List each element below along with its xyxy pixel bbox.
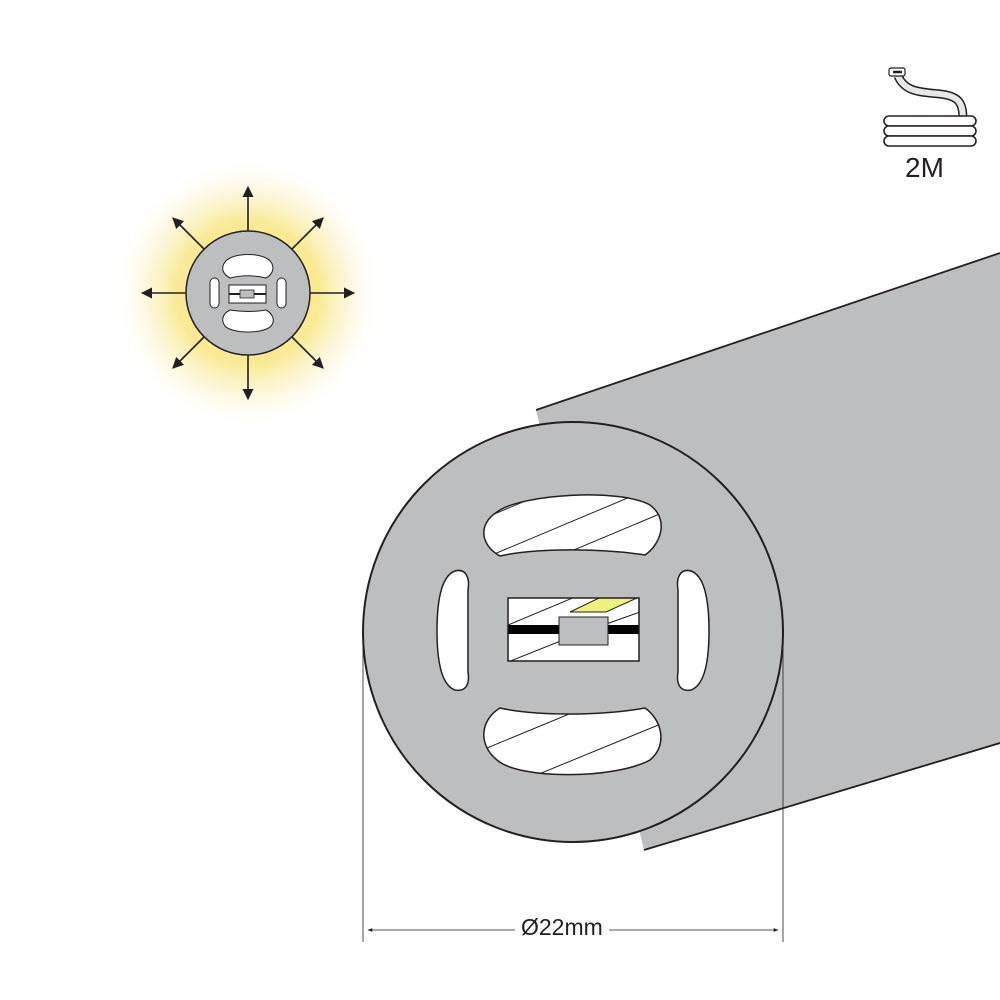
mini-bottom-window [222,309,274,333]
light-emission-icon [118,163,378,423]
neon-tube [362,252,1000,851]
coiled-cable-icon [883,67,977,147]
right-side-slot [676,569,710,692]
bottom-diffuser-window [483,707,662,776]
left-side-slot [436,569,470,692]
emission-arrows [140,185,356,401]
mini-left-slot [209,277,220,309]
length-label: 2M [905,152,944,183]
led-strip-window [507,597,640,662]
mini-right-slot [276,277,287,309]
led-chip [558,616,609,646]
mini-top-window [222,254,274,279]
diameter-label: Ø22mm [515,914,609,941]
